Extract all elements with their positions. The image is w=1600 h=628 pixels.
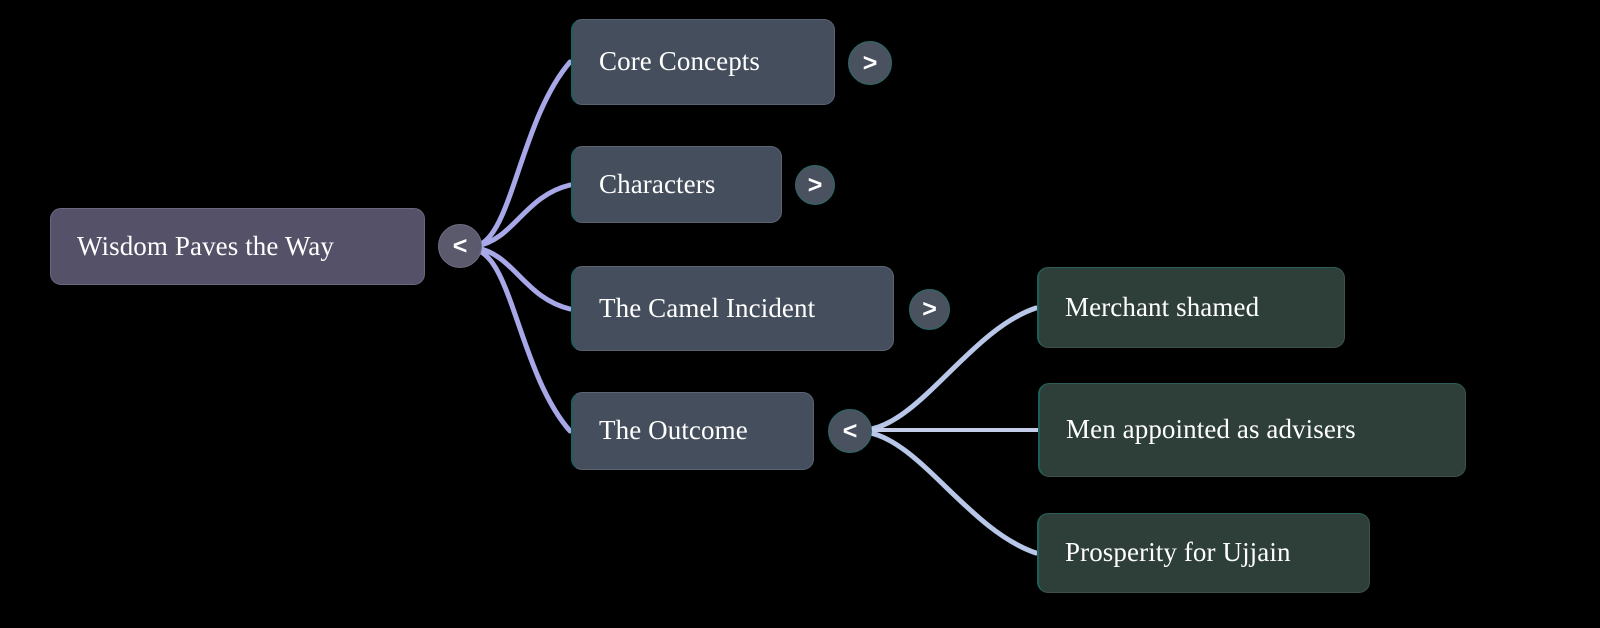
toggle-outcome[interactable]: < [828, 409, 872, 453]
edge-outcome-to-merchant-shamed [863, 305, 1039, 433]
node-camel-incident-label: The Camel Incident [599, 292, 816, 323]
node-prosperity-ujjain-label: Prosperity for Ujjain [1065, 537, 1291, 568]
node-outcome[interactable]: The Outcome [571, 392, 814, 470]
toggle-characters[interactable]: > [795, 165, 835, 205]
node-characters-label: Characters [599, 168, 716, 199]
outcome-edge-group [863, 305, 1040, 556]
node-root-label: Wisdom Paves the Way [77, 230, 334, 261]
toggle-camel-incident[interactable]: > [909, 289, 950, 330]
chevron-right-icon: > [807, 170, 823, 199]
toggle-core-concepts[interactable]: > [848, 41, 892, 85]
node-merchant-shamed-label: Merchant shamed [1065, 291, 1260, 322]
chevron-right-icon: > [922, 295, 937, 323]
node-characters[interactable]: Characters [571, 146, 782, 223]
node-core-concepts[interactable]: Core Concepts [571, 19, 835, 105]
node-men-appointed[interactable]: Men appointed as advisers [1038, 383, 1466, 477]
node-root[interactable]: Wisdom Paves the Way [50, 208, 425, 285]
edge-root-to-outcome [473, 247, 573, 434]
node-men-appointed-label: Men appointed as advisers [1066, 414, 1356, 445]
node-camel-incident[interactable]: The Camel Incident [571, 266, 894, 351]
toggle-root[interactable]: < [438, 224, 482, 268]
chevron-left-icon: < [452, 231, 468, 260]
chevron-left-icon: < [842, 416, 858, 445]
node-outcome-label: The Outcome [599, 415, 748, 446]
edge-outcome-to-prosperity [863, 429, 1039, 556]
node-merchant-shamed[interactable]: Merchant shamed [1037, 267, 1345, 348]
root-edge-group [473, 59, 573, 434]
edge-root-to-core-concepts [473, 59, 573, 249]
node-prosperity-ujjain[interactable]: Prosperity for Ujjain [1037, 513, 1370, 593]
edge-root-to-characters [473, 182, 573, 249]
node-core-concepts-label: Core Concepts [599, 46, 761, 77]
edge-root-to-camel-incident [473, 245, 573, 312]
chevron-right-icon: > [862, 48, 878, 77]
